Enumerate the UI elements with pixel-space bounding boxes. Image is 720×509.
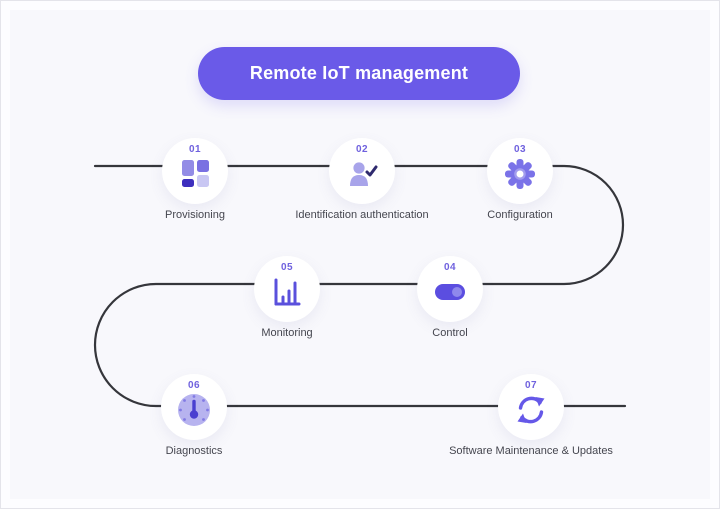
step-monitoring: 05 Monitoring [254, 256, 320, 339]
step-circle: 02 [329, 138, 395, 204]
step-label: Identification authentication [295, 209, 429, 221]
step-number: 03 [513, 144, 527, 155]
step-circle: 06 [161, 374, 227, 440]
step-number: 04 [443, 262, 457, 273]
sync-icon [517, 396, 545, 424]
user-check-icon [350, 162, 378, 186]
step-label: Software Maintenance & Updates [449, 445, 613, 457]
step-label: Control [432, 327, 468, 339]
step-label: Monitoring [261, 327, 313, 339]
grid-icon [182, 160, 209, 187]
step-provisioning: 01 Provisioning [162, 138, 228, 221]
step-control: 04 Control [417, 256, 483, 339]
step-configuration: 03 Configuration [487, 138, 553, 221]
step-circle: 07 [498, 374, 564, 440]
step-circle: 01 [162, 138, 228, 204]
step-label: Configuration [487, 209, 553, 221]
gear-icon [505, 159, 535, 189]
gauge-icon [178, 394, 210, 426]
step-label: Diagnostics [165, 445, 223, 457]
step-number: 02 [355, 144, 369, 155]
toggle-icon [435, 284, 465, 300]
step-software-maintenance: 07 Software Maintenance & Updates [449, 374, 613, 457]
bar-chart-icon [274, 278, 301, 306]
step-circle: 04 [417, 256, 483, 322]
step-identification-authentication: 02 Identification authentication [295, 138, 429, 221]
step-diagnostics: 06 Diagnostics [161, 374, 227, 457]
step-number: 06 [187, 380, 201, 391]
step-number: 05 [280, 262, 294, 273]
step-circle: 03 [487, 138, 553, 204]
step-number: 01 [188, 144, 202, 155]
step-number: 07 [524, 380, 538, 391]
page-title: Remote IoT management [249, 63, 469, 83]
step-circle: 05 [254, 256, 320, 322]
step-label: Provisioning [165, 209, 225, 221]
title-pill: Remote IoT management [198, 47, 520, 100]
